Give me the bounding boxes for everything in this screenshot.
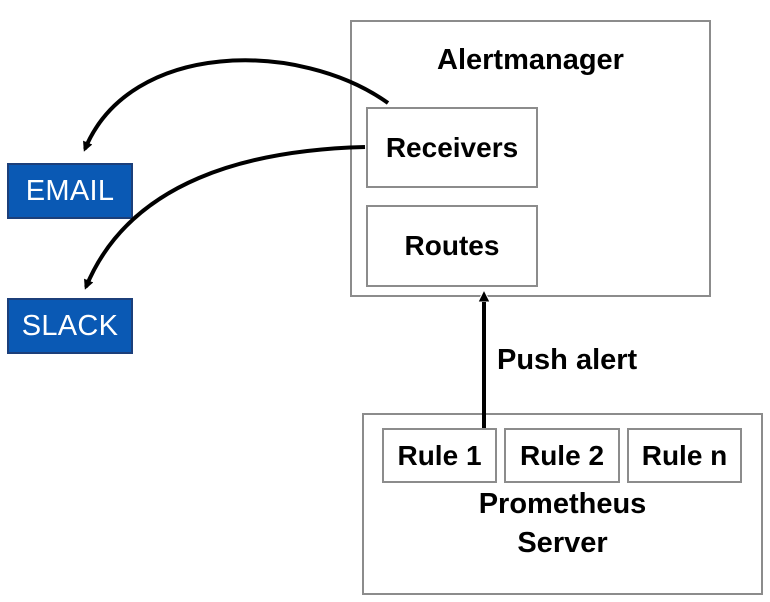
routes-box: Routes	[366, 205, 538, 287]
receivers-label: Receivers	[385, 131, 519, 163]
email-receiver-box: EMAIL	[7, 163, 133, 219]
rule-n-box: Rule n	[627, 428, 742, 483]
prometheus-title-line2: Server	[517, 527, 608, 559]
rule-1-label: Rule 1	[397, 439, 482, 471]
rule-2-box: Rule 2	[504, 428, 620, 483]
rule-2-label: Rule 2	[519, 439, 605, 471]
prometheus-title-line1: Prometheus	[478, 488, 647, 520]
slack-receiver-box: SLACK	[7, 298, 133, 354]
email-label: EMAIL	[25, 174, 115, 207]
routes-label: Routes	[404, 230, 500, 261]
alertmanager-title: Alertmanager	[437, 44, 624, 76]
slack-label: SLACK	[21, 309, 119, 342]
rule-n-label: Rule n	[641, 439, 728, 471]
receivers-box: Receivers	[366, 107, 538, 188]
rule-1-box: Rule 1	[382, 428, 497, 483]
push-alert-label: Push alert	[497, 344, 638, 376]
arrow-to-email	[83, 58, 390, 152]
